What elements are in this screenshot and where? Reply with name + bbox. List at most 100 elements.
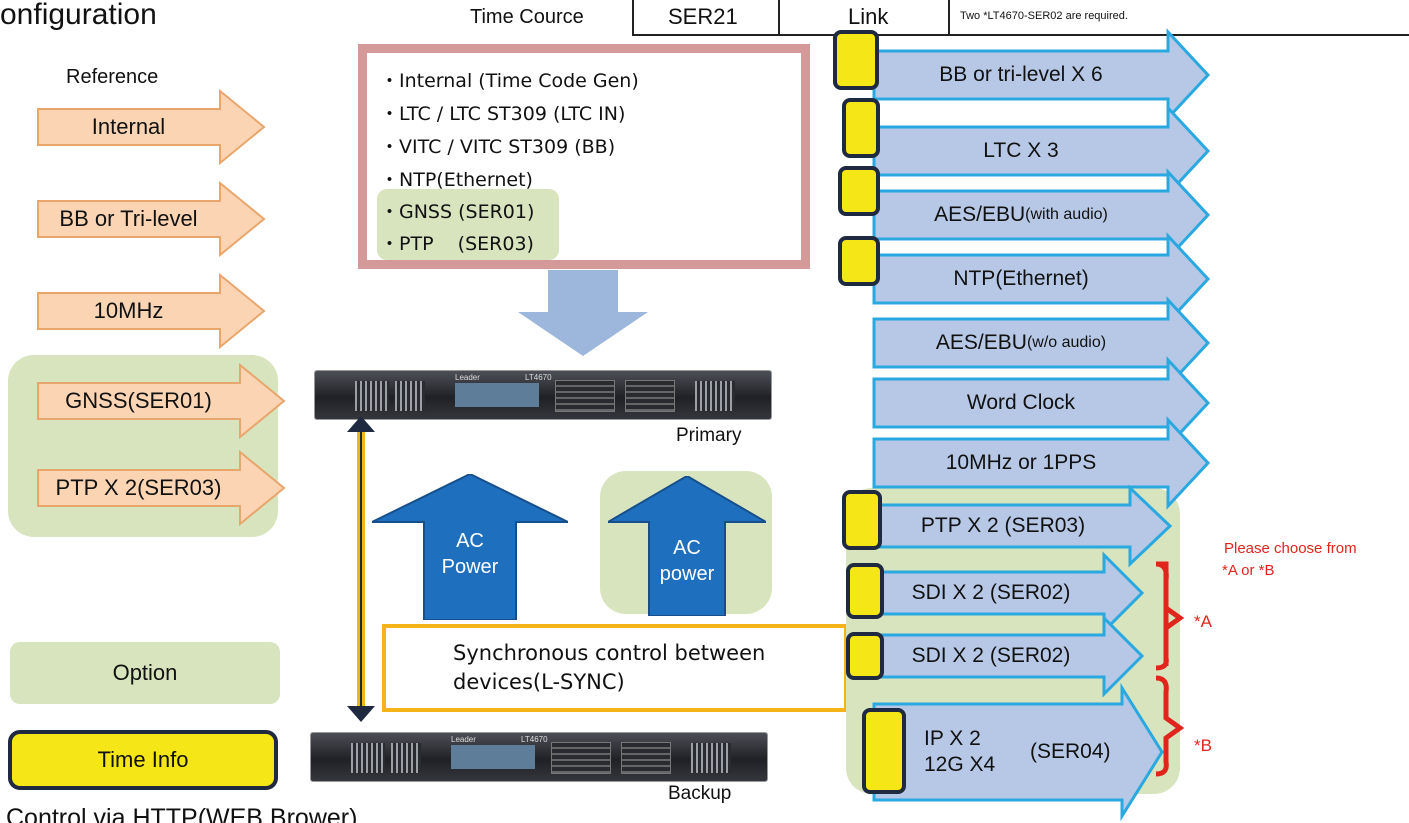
- ac-power-line2: power: [659, 563, 715, 585]
- header-note: Two *LT4670-SER02 are required.: [960, 10, 1128, 22]
- device-lcd: [451, 745, 535, 769]
- output-label: Word Clock: [966, 391, 1076, 414]
- time-info-tag: [842, 98, 880, 158]
- header-divider: [632, 0, 634, 36]
- time-source-item: ・PTP (SER03): [380, 233, 534, 255]
- primary-label: Primary: [676, 425, 742, 446]
- time-info-tag: [846, 563, 884, 619]
- output-arrow-aes: AES/EBU(with audio): [872, 168, 1211, 262]
- input-label: PTP X 2(SER03): [55, 475, 222, 500]
- output-ip-lines: IP X 2 12G X4: [924, 726, 995, 778]
- output-arrow-word-clock: Word Clock: [872, 356, 1211, 450]
- header-link: Link: [848, 4, 889, 29]
- device-fan: [695, 381, 735, 411]
- output-label-sub: (with audio): [1025, 206, 1108, 223]
- reference-label: Reference: [66, 66, 159, 88]
- output-label: BB or tri-level X 6: [939, 63, 1103, 86]
- output-label: SDI X 2 (SER02): [911, 644, 1071, 667]
- device-vent: [351, 743, 385, 773]
- input-label: 10MHz: [93, 298, 164, 323]
- input-arrow-10mhz: 10MHz: [37, 272, 266, 350]
- header-ser21: SER21: [668, 4, 738, 29]
- device-vent: [395, 381, 425, 411]
- primary-device: Leader LT4670: [314, 370, 772, 420]
- time-info-tag: [838, 236, 880, 286]
- time-source-item: ・NTP(Ethernet): [380, 169, 533, 191]
- ac-power-line2: Power: [441, 556, 499, 578]
- device-brand: Leader: [455, 373, 480, 382]
- header-time-cource: Time Cource: [470, 6, 584, 28]
- time-source-option-highlight: [377, 189, 559, 260]
- device-panel: [551, 742, 611, 774]
- device-fan: [691, 743, 731, 773]
- output-label-main: AES/EBU: [934, 203, 1026, 226]
- output-label-sub: (w/o audio): [1026, 334, 1107, 351]
- ac-power-line1: AC: [456, 530, 484, 552]
- down-arrow: [518, 270, 648, 356]
- device-model: LT4670: [521, 735, 548, 744]
- time-info-tag: [838, 166, 880, 216]
- device-lcd: [455, 383, 539, 407]
- header-divider: [778, 0, 780, 36]
- output-arrow-aes-wo: AES/EBU(w/o audio): [872, 296, 1211, 390]
- time-info-tag: [862, 708, 906, 794]
- output-label: AES/EBU(w/o audio): [878, 298, 1164, 388]
- legend-time-info: Time Info: [8, 730, 278, 790]
- output-arrow-ntp: NTP(Ethernet): [872, 232, 1211, 326]
- output-label: AES/EBU(with audio): [878, 170, 1164, 260]
- input-arrow-ptp: PTP X 2(SER03): [37, 449, 286, 527]
- device-model: LT4670: [525, 373, 552, 382]
- link-double-arrow: [347, 416, 375, 722]
- output-arrow-sdi-1: SDI X 2 (SER02): [872, 551, 1145, 635]
- header-underline: [632, 34, 1409, 36]
- ac-power-arrow-2: [608, 476, 766, 616]
- device-panel: [555, 380, 615, 412]
- legend-option: Option: [10, 642, 280, 704]
- output-label: LTC X 3: [983, 139, 1059, 162]
- device-brand: Leader: [451, 735, 476, 744]
- output-arrow-ltc: LTC X 3: [872, 104, 1211, 198]
- output-label: 10MHz or 1PPS: [945, 451, 1097, 474]
- time-source-item: ・VITC / VITC ST309 (BB): [380, 136, 616, 158]
- output-arrow-sdi-2: SDI X 2 (SER02): [872, 614, 1145, 698]
- choose-note-line2: *A or *B: [1222, 562, 1275, 579]
- output-label: SDI X 2 (SER02): [911, 581, 1071, 604]
- time-info-tag: [842, 490, 882, 550]
- input-arrow-internal: Internal: [37, 88, 266, 166]
- device-vent: [391, 743, 421, 773]
- device-vent: [355, 381, 389, 411]
- output-ip-line2: 12G X4: [924, 753, 996, 776]
- output-label-main: AES/EBU: [935, 331, 1027, 354]
- time-source-item: ・Internal (Time Code Gen): [380, 70, 639, 92]
- time-source-item: ・GNSS (SER01): [380, 201, 535, 223]
- backup-device: Leader LT4670: [310, 732, 768, 782]
- choose-note-line1: Please choose from: [1224, 540, 1357, 557]
- header-divider: [948, 0, 950, 36]
- page-title: onfiguration: [0, 0, 157, 31]
- time-info-tag: [846, 632, 884, 680]
- device-panel: [621, 742, 671, 774]
- device-panel: [625, 380, 675, 412]
- choice-b-label: *B: [1194, 736, 1212, 755]
- backup-label: Backup: [668, 783, 732, 804]
- ac-power-line1: AC: [673, 537, 701, 559]
- sync-line2: devices(L-SYNC): [453, 670, 625, 694]
- sync-line1: Synchronous control between: [453, 641, 766, 665]
- output-arrow-ip: IP X 2 12G X4 (SER04): [872, 682, 1164, 822]
- input-label: GNSS(SER01): [65, 388, 212, 413]
- ac-power-arrow: [372, 474, 568, 620]
- ac-power-label: AC Power: [424, 528, 516, 580]
- input-label: Internal: [91, 114, 166, 139]
- output-arrow-bb: BB or tri-level X 6: [872, 28, 1211, 122]
- input-label: BB or Tri-level: [59, 206, 198, 231]
- sync-box: [382, 624, 848, 712]
- output-arrow-ptp: PTP X 2 (SER03): [872, 484, 1173, 568]
- choice-a-label: *A: [1194, 612, 1212, 631]
- ac-power-label-2: AC power: [649, 535, 725, 587]
- sync-text: Synchronous control between devices(L-SY…: [453, 639, 765, 697]
- control-caption: Control via HTTP(WEB Brower): [6, 804, 358, 823]
- input-arrow-bb: BB or Tri-level: [37, 180, 266, 258]
- time-source-item: ・LTC / LTC ST309 (LTC IN): [380, 103, 626, 125]
- input-arrow-gnss: GNSS(SER01): [37, 362, 286, 440]
- time-info-tag: [833, 30, 879, 90]
